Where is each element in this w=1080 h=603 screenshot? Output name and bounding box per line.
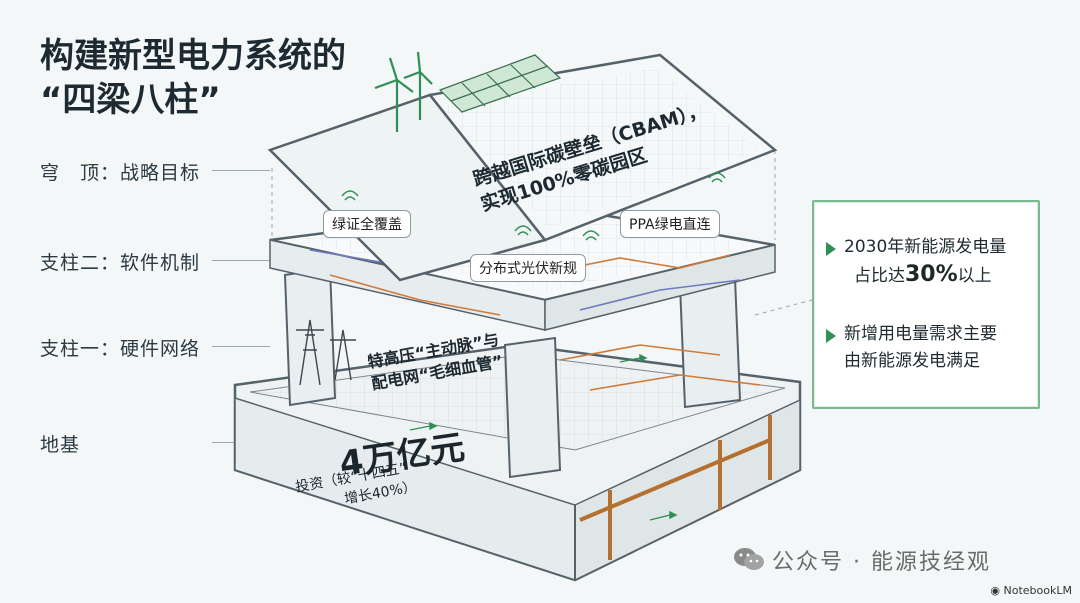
info-item-1-post: 以上 [957, 266, 992, 286]
title-line-1: 构建新型电力系统的 [40, 36, 346, 76]
wind-turbine-icon [374, 51, 433, 132]
leader-pillar-1 [212, 346, 270, 347]
label-pillar-1: 支柱一：硬件网络 [40, 338, 201, 360]
arrow-icon [826, 242, 836, 256]
leader-dome [212, 170, 270, 171]
label-pillar-2: 支柱二：软件机制 [40, 252, 201, 274]
pylon-icons [296, 319, 356, 386]
label-dome: 穹 顶：战略目标 [40, 162, 201, 184]
brand-label: NotebookLM [1003, 584, 1072, 597]
notebooklm-brand: ◉ NotebookLM [990, 584, 1072, 597]
info-item-2-line-2: 由新能源发电满足 [844, 351, 980, 371]
tag-distributed-pv: 分布式光伏新规 [470, 254, 586, 282]
pillars [283, 266, 742, 479]
info-item-renewable-share: 2030年新能源发电量 占比达30%以上 [844, 234, 1006, 290]
info-item-1-line-1: 2030年新能源发电量 [844, 237, 1007, 257]
leader-pillar-2 [212, 260, 270, 261]
info-item-demand: 新增用电量需求主要 由新能源发电满足 [844, 321, 997, 375]
page-title: 构建新型电力系统的 “四梁八柱” [40, 34, 346, 122]
info-item-1-line-2: 占比达30%以上 [844, 261, 1006, 290]
tag-ppa-direct: PPA绿电直连 [620, 210, 720, 238]
flow-arrows [409, 353, 678, 521]
tag-green-certificate: 绿证全覆盖 [323, 210, 411, 238]
wechat-icon [734, 548, 764, 570]
title-line-2: “四梁八柱” [40, 80, 221, 120]
goal-info-box: 2030年新能源发电量 占比达30%以上 新增用电量需求主要 由新能源发电满足 [812, 200, 1040, 409]
circuit-traces [309, 249, 761, 391]
info-item-1-percent: 30% [905, 262, 958, 287]
signal-icons [341, 172, 726, 241]
label-foundation: 地基 [40, 434, 81, 456]
watermark-text: 公众号 · 能源技经观 [772, 550, 991, 575]
roof [267, 53, 778, 282]
dashed-guides [271, 150, 813, 316]
info-item-1-mid: 占比达 [854, 266, 905, 286]
solar-panel-icon [438, 54, 562, 113]
info-item-2-line-1: 新增用电量需求主要 [844, 324, 997, 344]
leader-foundation [212, 442, 248, 443]
arrow-icon [826, 329, 836, 343]
